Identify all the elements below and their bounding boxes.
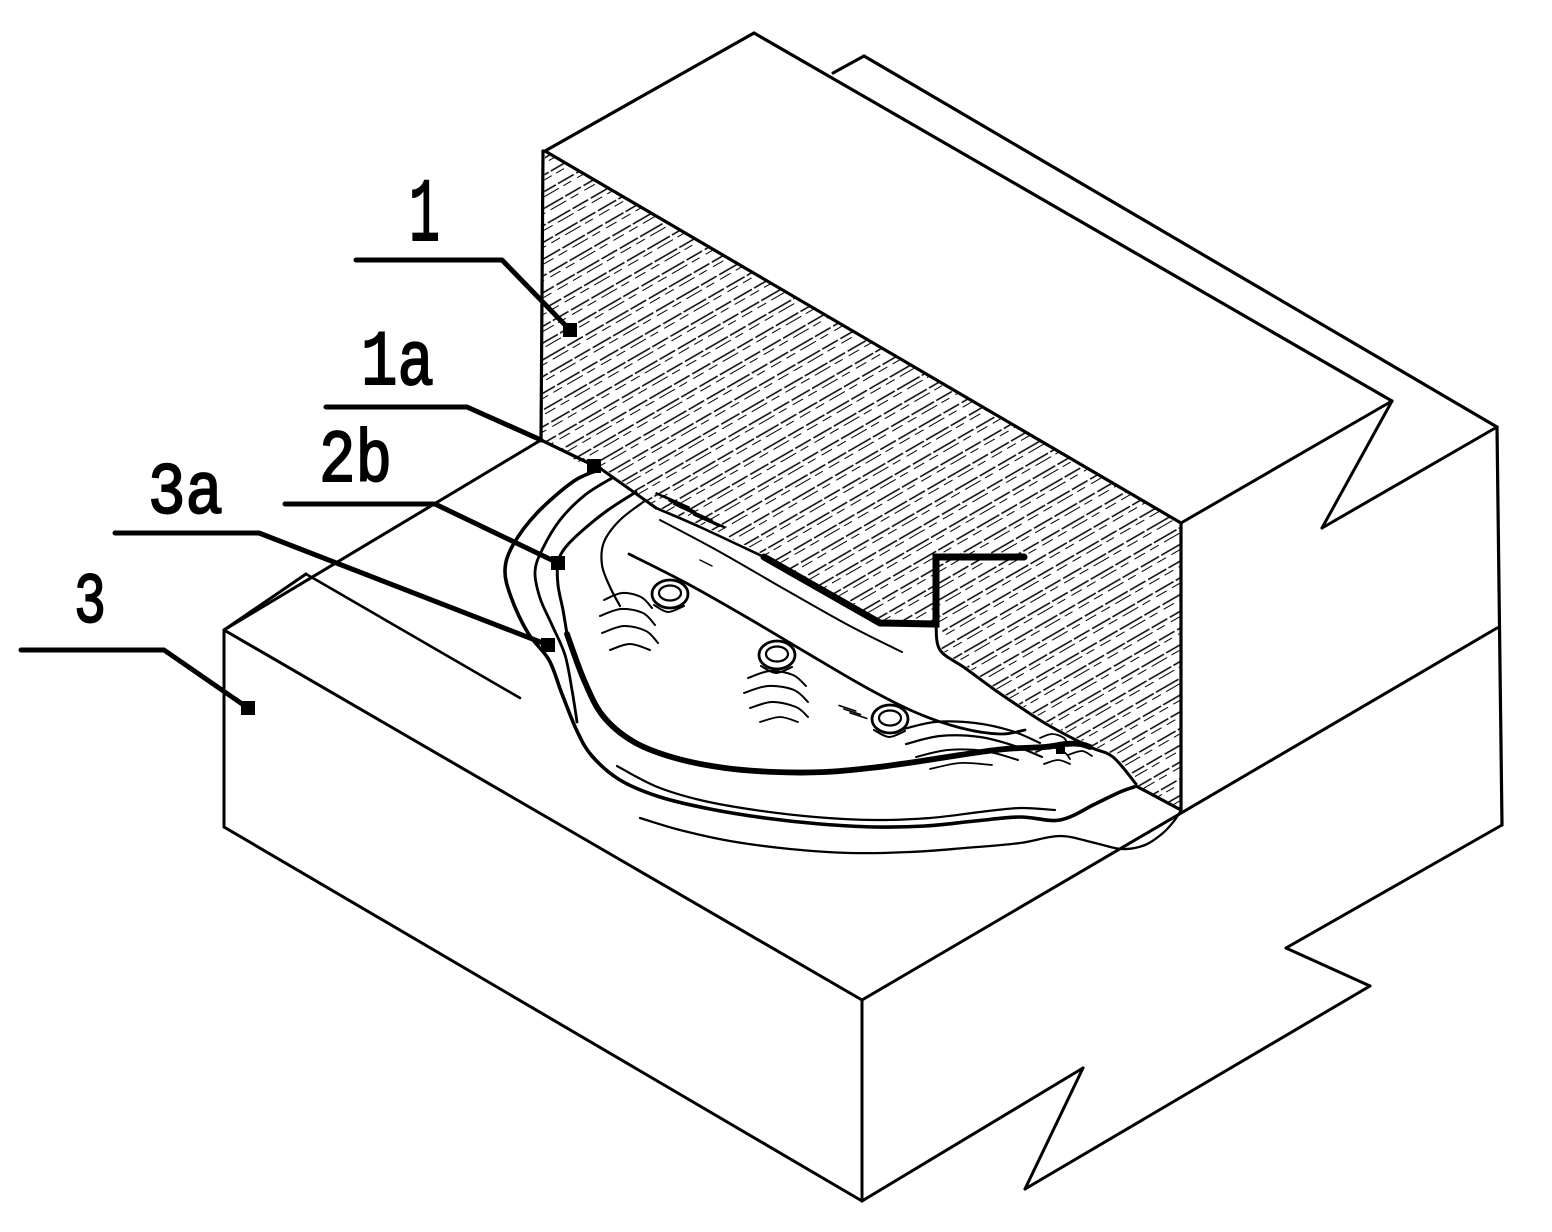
svg-text:3: 3 [74, 564, 106, 644]
svg-text:1a: 1a [361, 320, 434, 408]
svg-text:2b: 2b [319, 420, 392, 504]
svg-text:1: 1 [409, 166, 440, 268]
svg-text:3a: 3a [148, 452, 223, 535]
